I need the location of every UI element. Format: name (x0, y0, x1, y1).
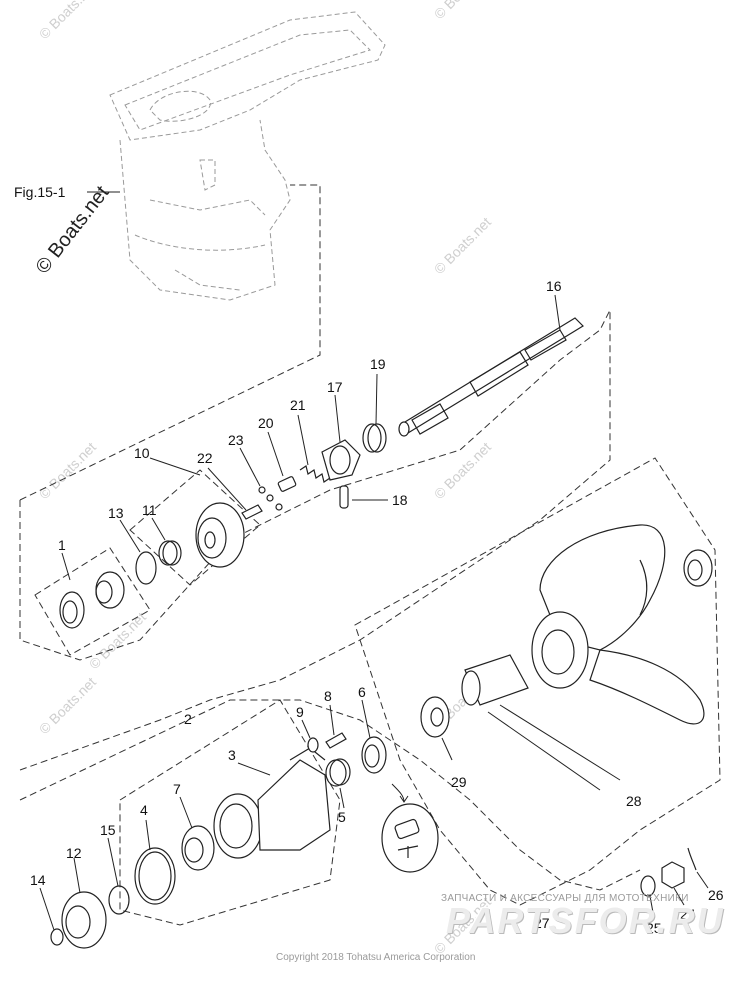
callout-28: 28 (626, 793, 642, 809)
part-27-spacer (683, 549, 713, 587)
watermark-repeat: © Boats.net (431, 0, 494, 22)
part-25-washer (640, 875, 656, 919)
callout-27: 27 (534, 915, 550, 931)
watermark-repeat: © Boats.net (431, 214, 494, 277)
part-1-tapered-bearing (59, 552, 125, 629)
prop-outline (354, 457, 721, 906)
figure-ref: Fig.15-1 (14, 184, 66, 200)
callout-16: 16 (546, 278, 562, 294)
callout-15: 15 (100, 822, 116, 838)
part-9-washer (301, 719, 319, 753)
callout-14: 14 (30, 872, 46, 888)
part-16-propeller-shaft (398, 294, 584, 437)
part-8-bolt (325, 704, 347, 749)
part-19-ring (362, 373, 387, 453)
callout-9: 9 (296, 704, 304, 720)
part-12-reverse-gear (61, 857, 107, 949)
callout-numbers: 1 2 3 4 5 6 7 8 9 10 11 12 13 14 15 16 1… (30, 278, 724, 936)
callout-2: 2 (184, 711, 192, 727)
part-15-shim (107, 837, 130, 915)
callout-19: 19 (370, 356, 386, 372)
callout-29: 29 (451, 774, 467, 790)
group-outline-upper (19, 309, 611, 771)
part-26-cotter-pin (687, 847, 709, 889)
bearing-box-1 (34, 547, 151, 656)
part-10-forward-gear (149, 457, 245, 568)
callout-4: 4 (140, 802, 148, 818)
part-17-clutch (321, 394, 361, 481)
seal-detail-inset (381, 783, 439, 873)
callout-6: 6 (358, 684, 366, 700)
group-outline-left (19, 184, 321, 501)
part-21-spring (297, 414, 331, 483)
gear-case-housing (109, 11, 386, 301)
watermark-repeat: © Boats.net (36, 674, 99, 737)
callout-1: 1 (58, 537, 66, 553)
part-18-pin (339, 485, 388, 509)
part-23-balls (239, 447, 283, 511)
part-3-bearing-housing (213, 747, 331, 859)
lower-group-outline (19, 699, 641, 891)
callout-5: 5 (338, 809, 346, 825)
watermark-repeat: © Boats.net (36, 439, 99, 502)
callout-25: 25 (646, 920, 662, 936)
part-4-o-ring (134, 819, 176, 905)
part-29-thrust-washer (420, 696, 453, 761)
watermark-repeat: © Boats.net (36, 0, 99, 42)
part-22-shift-rod (207, 467, 263, 520)
callout-7: 7 (173, 781, 181, 797)
part-11-needle-bearing (151, 517, 182, 566)
callout-24: 24 (680, 906, 696, 922)
callout-12: 12 (66, 845, 82, 861)
part-7-ball-bearing (179, 796, 215, 871)
callout-11: 11 (142, 502, 157, 518)
part-13-shim (119, 519, 157, 585)
copyright-notice: Copyright 2018 Tohatsu America Corporati… (276, 952, 476, 963)
part-6-oil-seal (361, 699, 387, 774)
brand-logo-text: PARTSFOR.RU (446, 900, 725, 941)
bearing-box-10 (129, 469, 261, 586)
callout-3: 3 (228, 747, 236, 763)
part-24-nut (661, 861, 685, 906)
propeller (531, 524, 705, 725)
callout-21: 21 (290, 397, 306, 413)
brand-tagline: ЗАПЧАСТИ И АКСЕССУАРЫ ДЛЯ МОТОТЕХНИКИ (441, 893, 689, 904)
part-20-plunger (267, 431, 297, 492)
callout-8: 8 (324, 688, 332, 704)
callout-17: 17 (327, 379, 343, 395)
callout-13: 13 (108, 505, 124, 521)
part-14-washer (39, 887, 64, 946)
callout-26: 26 (708, 887, 724, 903)
bearing-box-2 (119, 699, 341, 926)
callout-18: 18 (392, 492, 408, 508)
callout-10: 10 (134, 445, 150, 461)
callout-23: 23 (228, 432, 244, 448)
part-28-bushing (461, 654, 621, 791)
callout-22: 22 (197, 450, 213, 466)
part-5-bearing (325, 758, 351, 809)
callout-20: 20 (258, 415, 274, 431)
